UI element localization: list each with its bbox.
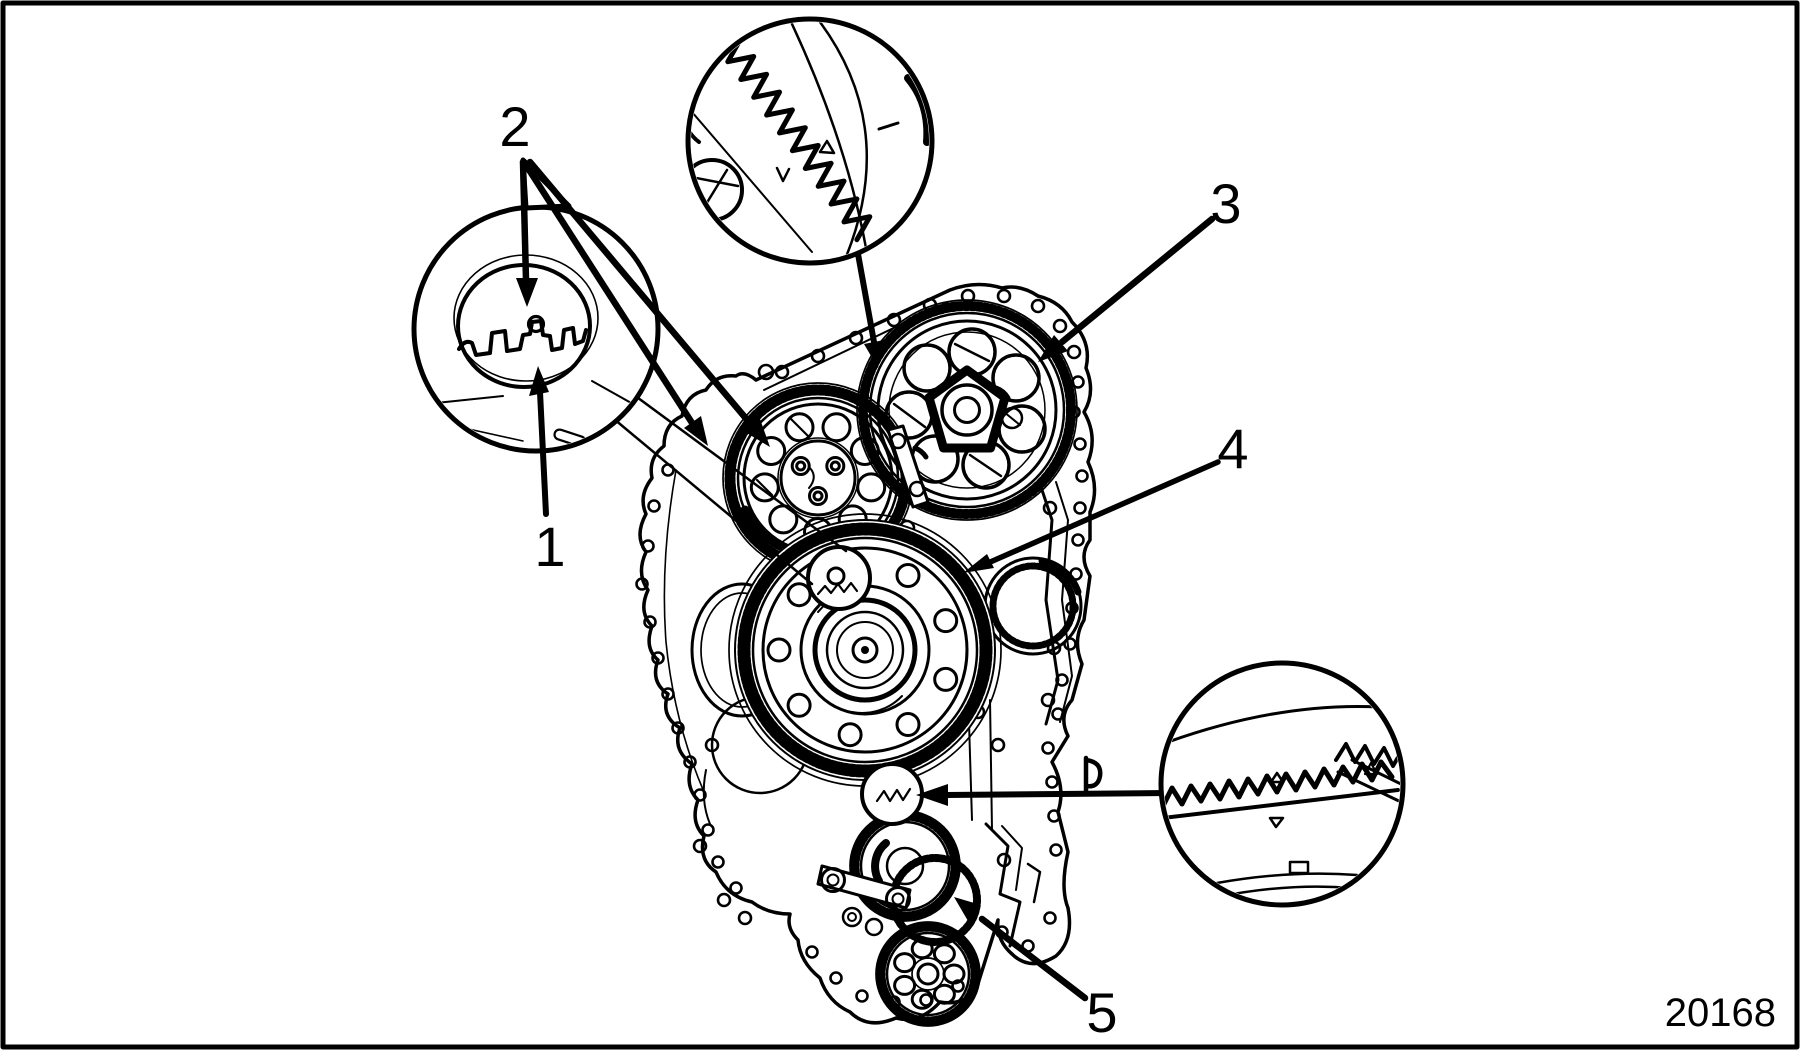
case-strut-bracket — [886, 424, 930, 509]
magnifier-left — [411, 204, 848, 586]
magnifier-right — [916, 660, 1406, 908]
pump-mount-bracket — [816, 864, 912, 937]
camshaft-gear-left — [722, 382, 914, 574]
callout-2-label: 2 — [499, 95, 530, 158]
callout-4-label: 4 — [1217, 417, 1248, 480]
magnified-mesh-teeth — [720, 35, 873, 243]
callout-2-arrows — [516, 157, 770, 447]
callout-3-label: 3 — [1210, 172, 1241, 235]
callout-5-label: 5 — [1086, 981, 1117, 1044]
timing-mark-triangle-right — [1363, 761, 1379, 776]
magnifier-top-pointer — [855, 251, 884, 368]
timing-mark-triangle-lower — [1268, 816, 1285, 829]
hub-bolts — [790, 456, 846, 506]
callout-3-arrow — [1038, 215, 1216, 362]
bull-gear — [734, 519, 996, 781]
magnifier-left-circle — [411, 204, 661, 454]
timing-mark-triangle-upper — [1269, 771, 1285, 784]
camshaft-gear-right — [856, 299, 1078, 521]
magnifier-right-pointer — [916, 784, 1171, 806]
case-ribs — [702, 481, 1073, 948]
timing-mark-triangle — [818, 139, 836, 155]
callout-1-label: 1 — [534, 515, 565, 578]
timing-mark-v — [775, 166, 791, 183]
timing-hole-highlight — [806, 545, 872, 611]
casting-mark — [1083, 755, 1103, 797]
mesh-point-highlight — [860, 762, 924, 826]
figure-number: 20168 — [1665, 991, 1776, 1035]
magnifier-top-circle — [685, 16, 935, 266]
magnifier-left-cone-upper — [632, 393, 848, 553]
timing-mark-hole — [526, 314, 546, 334]
magnified-gear-teeth — [457, 319, 588, 357]
callout-5-arrow — [954, 897, 1089, 1002]
magnifier-left-cone-lower — [612, 417, 814, 586]
web-holes — [766, 563, 959, 748]
gear-shadow-arc — [740, 505, 789, 553]
magnified-rack-teeth — [1164, 759, 1395, 809]
magnifier-top — [685, 16, 935, 368]
mating-gear-teeth — [1334, 742, 1400, 768]
callout-4-arrow — [963, 459, 1221, 573]
magnifier-right-content — [1164, 704, 1400, 898]
pump-driven-gear — [875, 921, 981, 1027]
callout-1-arrow — [529, 366, 549, 517]
